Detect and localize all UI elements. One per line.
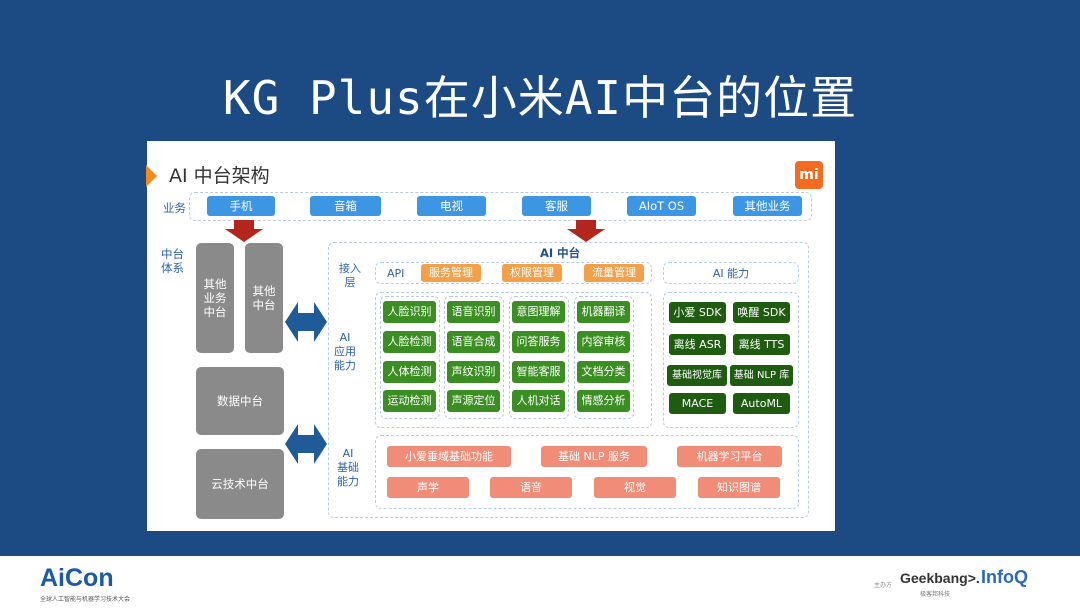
app-item: 声纹识别 xyxy=(447,361,500,383)
base-item: 语音 xyxy=(490,477,572,498)
middle-box-other-business: 其他 业务 中台 xyxy=(196,243,234,353)
down-arrow-icon xyxy=(225,220,263,242)
business-row xyxy=(189,192,812,221)
app-column xyxy=(574,296,634,419)
capability-item: 基础 NLP 库 xyxy=(730,365,793,386)
double-arrow-icon xyxy=(285,424,327,464)
capability-item: 小爱 SDK xyxy=(669,302,726,323)
ai-platform-container xyxy=(328,242,809,518)
business-item: AIoT OS xyxy=(627,196,696,216)
app-item: 意图理解 xyxy=(512,301,565,323)
base-layer-label: AI 基础 能力 xyxy=(337,447,359,488)
orange-marker-icon xyxy=(146,165,157,187)
base-item: 小爱垂域基础功能 xyxy=(387,446,511,467)
app-container xyxy=(375,292,652,428)
host-label: 主办方 xyxy=(874,582,893,589)
capability-title-box xyxy=(663,262,799,284)
app-column xyxy=(509,296,569,419)
api-item: 流量管理 xyxy=(584,264,644,282)
footer-bar: AiCon 全球人工智能与机器学习技术大会 主办方 Geekbang>. 极客邦… xyxy=(0,556,1080,608)
api-item: 服务管理 xyxy=(421,264,481,282)
down-arrow-icon xyxy=(567,220,605,242)
capability-item: 离线 TTS xyxy=(733,334,790,355)
infoq-logo: InfoQ xyxy=(981,567,1028,587)
api-row xyxy=(375,262,652,284)
capability-item: AutoML xyxy=(733,393,790,414)
diagram-panel: AI 中台架构 mi 业务 手机 音箱 电视 客服 AIoT OS 其他业务 中… xyxy=(146,141,835,531)
app-item: 人体检测 xyxy=(383,361,436,383)
capability-item: MACE xyxy=(669,393,726,414)
app-layer-label: AI 应用 能力 xyxy=(334,331,356,372)
capability-container xyxy=(663,292,799,428)
app-item: 语音合成 xyxy=(447,331,500,353)
geekbang-logo: Geekbang>. xyxy=(900,570,980,586)
app-item: 情感分析 xyxy=(577,390,630,412)
base-item: 视觉 xyxy=(594,477,676,498)
mi-logo: mi xyxy=(795,161,823,189)
slide-title: KG Plus在小米AI中台的位置 xyxy=(222,71,858,125)
base-item: 知识图谱 xyxy=(698,477,780,498)
app-item: 语音识别 xyxy=(447,301,500,323)
api-item: 权限管理 xyxy=(502,264,562,282)
app-item: 文档分类 xyxy=(577,361,630,383)
app-item: 内容审核 xyxy=(577,331,630,353)
capability-item: 基础视觉库 xyxy=(667,365,727,386)
app-item: 机器翻译 xyxy=(577,301,630,323)
app-column xyxy=(444,296,504,419)
base-item: 基础 NLP 服务 xyxy=(541,446,647,467)
base-item: 机器学习平台 xyxy=(677,446,782,467)
business-label: 业务 xyxy=(163,201,186,215)
app-item: 人机对话 xyxy=(512,390,565,412)
middle-box-data: 数据中台 xyxy=(196,367,284,435)
business-item: 电视 xyxy=(417,196,486,216)
app-item: 人脸检测 xyxy=(383,331,436,353)
app-item: 人脸识别 xyxy=(383,301,436,323)
double-arrow-icon xyxy=(285,302,327,342)
business-item: 手机 xyxy=(207,196,275,216)
business-item: 音箱 xyxy=(310,196,381,216)
middle-box-cloud: 云技术中台 xyxy=(196,449,284,519)
capability-title: AI 能力 xyxy=(712,267,750,280)
ai-platform-title: AI 中台 xyxy=(540,246,581,260)
middle-box-other: 其他 中台 xyxy=(245,243,283,353)
api-label: API xyxy=(387,267,405,280)
base-container xyxy=(375,435,799,509)
base-item: 声学 xyxy=(387,477,469,498)
middle-system-label: 中台 体系 xyxy=(161,247,184,275)
app-column xyxy=(380,296,440,419)
business-item: 客服 xyxy=(522,196,591,216)
access-layer-label: 接入 层 xyxy=(339,262,361,289)
capability-item: 唤醒 SDK xyxy=(733,302,790,323)
app-item: 智能客服 xyxy=(512,361,565,383)
aicon-subtitle: 全球人工智能与机器学习技术大会 xyxy=(40,596,131,603)
app-item: 问答服务 xyxy=(512,331,565,353)
app-item: 运动检测 xyxy=(383,390,436,412)
app-item: 声源定位 xyxy=(447,390,500,412)
capability-item: 离线 ASR xyxy=(669,334,726,355)
business-item: 其他业务 xyxy=(733,196,802,216)
geekbang-subtitle: 极客邦科技 xyxy=(920,591,951,598)
diagram-title: AI 中台架构 xyxy=(169,165,270,187)
aicon-logo: AiCon xyxy=(40,564,114,592)
